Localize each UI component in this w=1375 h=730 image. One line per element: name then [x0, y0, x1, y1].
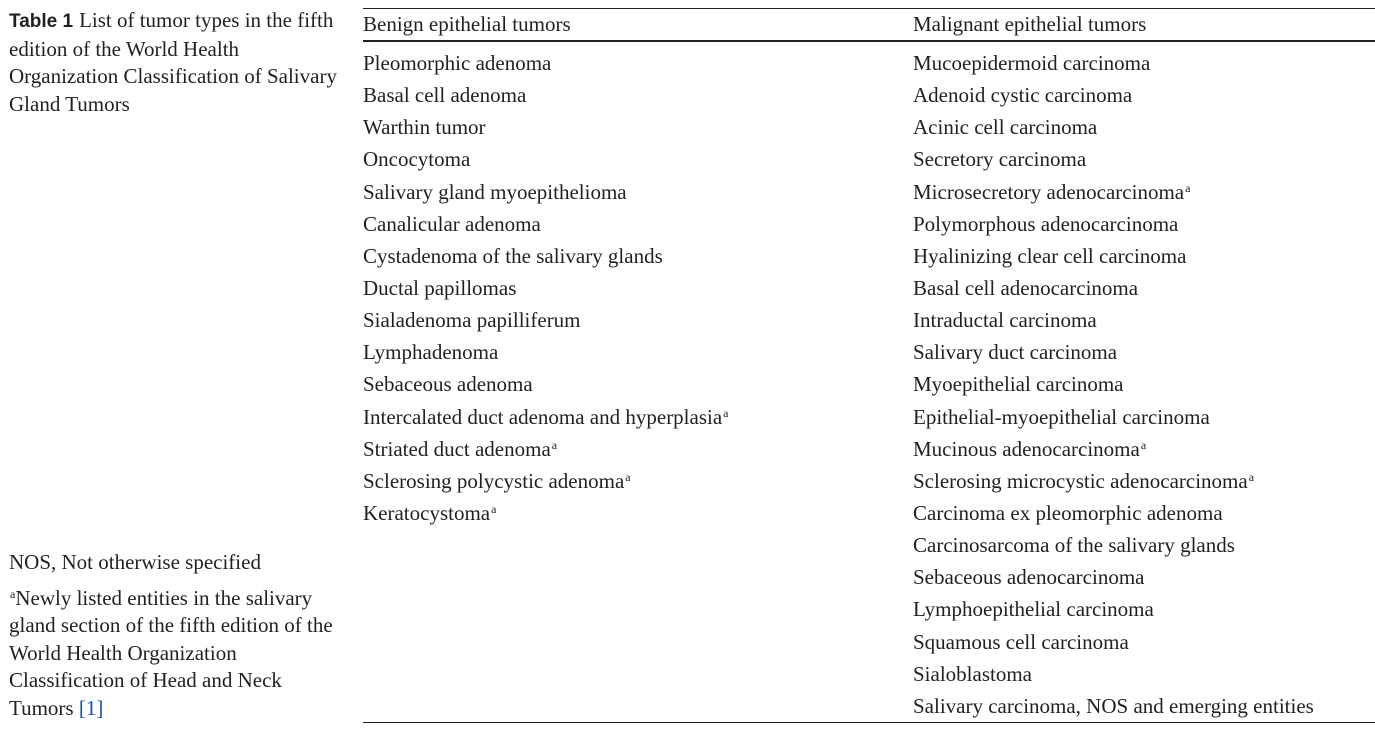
footnote-mark: a [1185, 180, 1191, 195]
footnote-mark: a [491, 501, 497, 516]
benign-cell: Pleomorphic adenoma [363, 47, 913, 79]
malignant-cell: Sialoblastoma [913, 658, 1375, 690]
benign-cell: Striated duct adenomaa [363, 433, 913, 465]
benign-cell: Oncocytoma [363, 143, 913, 175]
benign-cell-text: Salivary gland myoepithelioma [363, 179, 627, 204]
malignant-cell: Intraductal carcinoma [913, 304, 1375, 336]
malignant-cell-text: Lymphoepithelial carcinoma [913, 597, 1154, 622]
malignant-cell: Myoepithelial carcinoma [913, 368, 1375, 400]
malignant-cell-text: Sclerosing microcystic adenocarcinoma [913, 468, 1248, 493]
malignant-cell-text: Sialoblastoma [913, 661, 1032, 686]
benign-cell: Sebaceous adenoma [363, 368, 913, 400]
caption-text: List of tumor types in the fifth edition… [9, 8, 337, 116]
footnote-newly-listed: aNewly listed entities in the salivary g… [9, 585, 339, 723]
footnote-mark: a [10, 586, 16, 601]
footnote-abbreviation: NOS, Not otherwise specified [9, 550, 261, 574]
benign-cell-text: Sebaceous adenoma [363, 372, 533, 397]
benign-cell: Sialadenoma papilliferum [363, 304, 913, 336]
benign-cell: Lymphadenoma [363, 336, 913, 368]
reference-number: 1 [85, 695, 97, 720]
malignant-cell-text: Polymorphous adenocarcinoma [913, 211, 1179, 236]
malignant-cell: Sclerosing microcystic adenocarcinomaa [913, 465, 1375, 497]
benign-cell-text: Lymphadenoma [363, 340, 499, 365]
benign-cell-text: Cystadenoma of the salivary glands [363, 243, 663, 268]
table-label: Table 1 [9, 11, 74, 32]
malignant-cell-text: Mucoepidermoid carcinoma [913, 51, 1151, 75]
benign-cell: Salivary gland myoepithelioma [363, 176, 913, 208]
footnote-mark: a [551, 437, 558, 452]
footnote-mark: a [723, 405, 729, 420]
malignant-cell-text: Salivary carcinoma, NOS and emerging ent… [913, 693, 1314, 718]
malignant-cell: Adenoid cystic carcinoma [913, 79, 1375, 111]
benign-cell: Warthin tumor [363, 111, 913, 143]
benign-cell: Intercalated duct adenoma and hyperplasi… [363, 401, 913, 433]
footnote-mark: a [1140, 437, 1147, 452]
malignant-cell: Carcinosarcoma of the salivary glands [913, 529, 1375, 561]
benign-cell-text: Sclerosing polycystic adenoma [363, 468, 625, 493]
benign-cell-text: Intercalated duct adenoma and hyperplasi… [363, 404, 723, 429]
malignant-cell: Mucoepidermoid carcinoma [913, 47, 1375, 79]
table-header-row: Benign epithelial tumors Malignant epith… [363, 9, 1375, 40]
malignant-cell: Secretory carcinoma [913, 143, 1375, 175]
malignant-cell-text: Myoepithelial carcinoma [913, 372, 1124, 397]
malignant-cell: Salivary duct carcinoma [913, 336, 1375, 368]
benign-cell-text: Oncocytoma [363, 147, 471, 172]
table-top-rule [363, 8, 1375, 9]
table-bottom-rule [363, 721, 1375, 723]
benign-cell: Canalicular adenoma [363, 208, 913, 240]
malignant-cell-text: Carcinoma ex pleomorphic adenoma [913, 500, 1223, 525]
benign-cell-text: Basal cell adenoma [363, 83, 527, 108]
malignant-cell: Lymphoepithelial carcinoma [913, 593, 1375, 625]
malignant-cell-text: Carcinosarcoma of the salivary glands [913, 533, 1235, 558]
malignant-cell: Carcinoma ex pleomorphic adenoma [913, 497, 1375, 529]
table-header-rule [363, 40, 1375, 42]
malignant-cell: Microsecretory adenocarcinomaa [913, 176, 1375, 208]
malignant-cell-text: Squamous cell carcinoma [913, 629, 1129, 654]
malignant-cell: Polymorphous adenocarcinoma [913, 208, 1375, 240]
malignant-cell: Hyalinizing clear cell carcinoma [913, 240, 1375, 272]
reference-link[interactable]: [1] [78, 695, 104, 720]
benign-cell-text: Sialadenoma papilliferum [363, 308, 581, 333]
malignant-cell-text: Intraductal carcinoma [913, 308, 1097, 333]
malignant-cell-text: Basal cell adenocarcinoma [913, 275, 1139, 300]
malignant-cell-text: Adenoid cystic carcinoma [913, 83, 1133, 108]
malignant-cell: Epithelial-myoepithelial carcinoma [913, 401, 1375, 433]
footnote-newly-text: Newly listed entities in the salivary gl… [9, 585, 333, 720]
benign-cell: Sclerosing polycystic adenomaa [363, 465, 913, 497]
benign-cell-text: Ductal papillomas [363, 275, 517, 300]
malignant-cell: Squamous cell carcinoma [913, 626, 1375, 658]
tumor-types-table: Benign epithelial tumors Malignant epith… [363, 8, 1375, 723]
benign-cell-text: Warthin tumor [363, 115, 486, 140]
footnote-mark: a [1248, 469, 1255, 484]
benign-cell-text: Keratocystoma [363, 500, 491, 525]
malignant-cell-text: Microsecretory adenocarcinoma [913, 179, 1185, 204]
malignant-cell-text: Sebaceous adenocarcinoma [913, 565, 1145, 590]
malignant-cell: Mucinous adenocarcinomaa [913, 433, 1375, 465]
benign-cell-text: Canalicular adenoma [363, 211, 541, 236]
benign-cell: Ductal papillomas [363, 272, 913, 304]
footnote-mark: a [625, 469, 631, 484]
benign-cell: Cystadenoma of the salivary glands [363, 240, 913, 272]
malignant-cell-text: Acinic cell carcinoma [913, 115, 1098, 140]
benign-cell: Basal cell adenoma [363, 79, 913, 111]
table-footnotes: NOS, Not otherwise specified aNewly list… [9, 549, 339, 722]
malignant-cell-text: Mucinous adenocarcinoma [913, 436, 1140, 461]
malignant-cell-text: Salivary duct carcinoma [913, 340, 1118, 365]
malignant-cell-text: Hyalinizing clear cell carcinoma [913, 243, 1187, 268]
malignant-cell: Sebaceous adenocarcinoma [913, 561, 1375, 593]
malignant-cell-text: Epithelial-myoepithelial carcinoma [913, 404, 1210, 429]
benign-cell-text: Striated duct adenoma [363, 436, 551, 461]
header-malignant: Malignant epithelial tumors [913, 12, 1147, 36]
benign-cell: Keratocystomaa [363, 497, 913, 529]
malignant-cell: Acinic cell carcinoma [913, 111, 1375, 143]
malignant-cell-text: Secretory carcinoma [913, 147, 1087, 172]
malignant-cell: Salivary carcinoma, NOS and emerging ent… [913, 690, 1375, 722]
malignant-cell: Basal cell adenocarcinoma [913, 272, 1375, 304]
benign-cell-text: Pleomorphic adenoma [363, 51, 552, 75]
header-benign: Benign epithelial tumors [363, 12, 571, 36]
